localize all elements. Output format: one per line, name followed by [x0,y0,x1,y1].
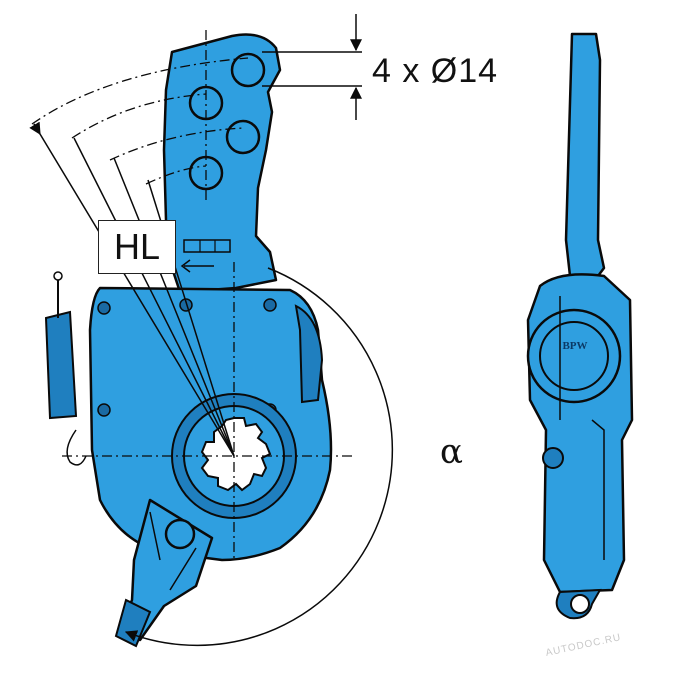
hl-indicator [180,239,231,273]
radius-lines [29,57,249,457]
lower-lever [114,498,214,648]
hole-dimension [262,14,362,120]
safety-pin [53,271,87,466]
side-view [526,32,634,620]
angle-arc [124,267,394,647]
brand-logo-icon: BPW [562,340,588,352]
hl-label-box: HL [98,220,176,274]
hole-3 [225,119,261,155]
angle-symbol: α [440,432,463,472]
hole-dimension-label: 4 x Ø14 [372,52,499,90]
center-lines [62,30,354,560]
hl-label: HL [113,226,161,267]
hole-1 [230,52,266,88]
housing-bolts [97,298,277,417]
arm-holes [188,52,266,191]
